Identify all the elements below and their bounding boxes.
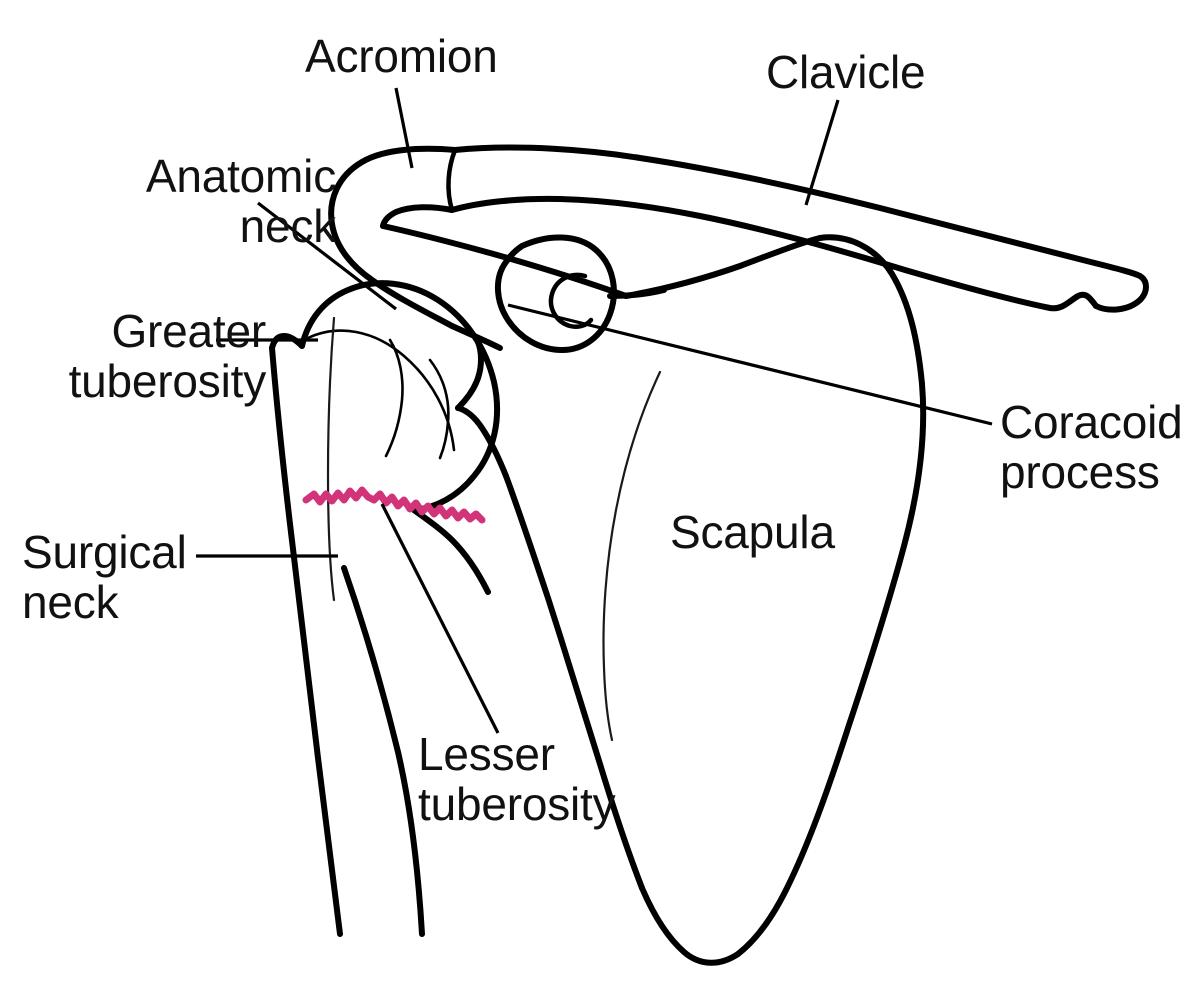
label-greater-tuberosity-line1: Greater — [111, 305, 266, 357]
leader-line-lesser-tuberosity — [380, 503, 500, 734]
leader-line-coracoid-process — [507, 303, 993, 426]
label-anatomic-neck: Anatomic neck — [128, 150, 337, 252]
leader-line-anatomic-neck — [257, 201, 397, 311]
label-coracoid-process: Coracoid process — [1000, 396, 1200, 498]
humerus-shape — [269, 280, 501, 937]
label-anatomic-neck-line1: Anatomic — [145, 150, 336, 202]
label-surgical-neck-line1: Surgical — [22, 526, 187, 578]
leader-lines — [196, 87, 993, 734]
label-scapula: Scapula — [670, 506, 835, 558]
label-coracoid-process-line2: process — [1000, 445, 1160, 498]
label-lesser-tuberosity: Lesser tuberosity — [418, 728, 644, 830]
leader-line-clavicle — [804, 99, 840, 206]
label-acromion: Acromion — [305, 30, 498, 82]
label-lesser-tuberosity-line2: tuberosity — [418, 777, 616, 830]
label-lesser-tuberosity-line1: Lesser — [418, 728, 555, 780]
label-surgical-neck-line2: neck — [22, 575, 119, 628]
leader-line-acromion — [394, 87, 414, 169]
surgical-neck-fracture-line — [302, 486, 486, 524]
label-surgical-neck: Surgical neck — [22, 526, 222, 628]
label-anatomic-neck-line2: neck — [239, 199, 337, 252]
clavicle-shape — [446, 144, 1149, 313]
label-greater-tuberosity: Greater tuberosity — [44, 305, 267, 407]
label-greater-tuberosity-line2: tuberosity — [68, 354, 267, 407]
acromion-shape — [328, 145, 629, 351]
label-coracoid-process-line1: Coracoid — [1000, 396, 1183, 448]
scapula-shape — [455, 234, 927, 966]
label-clavicle: Clavicle — [766, 46, 926, 98]
